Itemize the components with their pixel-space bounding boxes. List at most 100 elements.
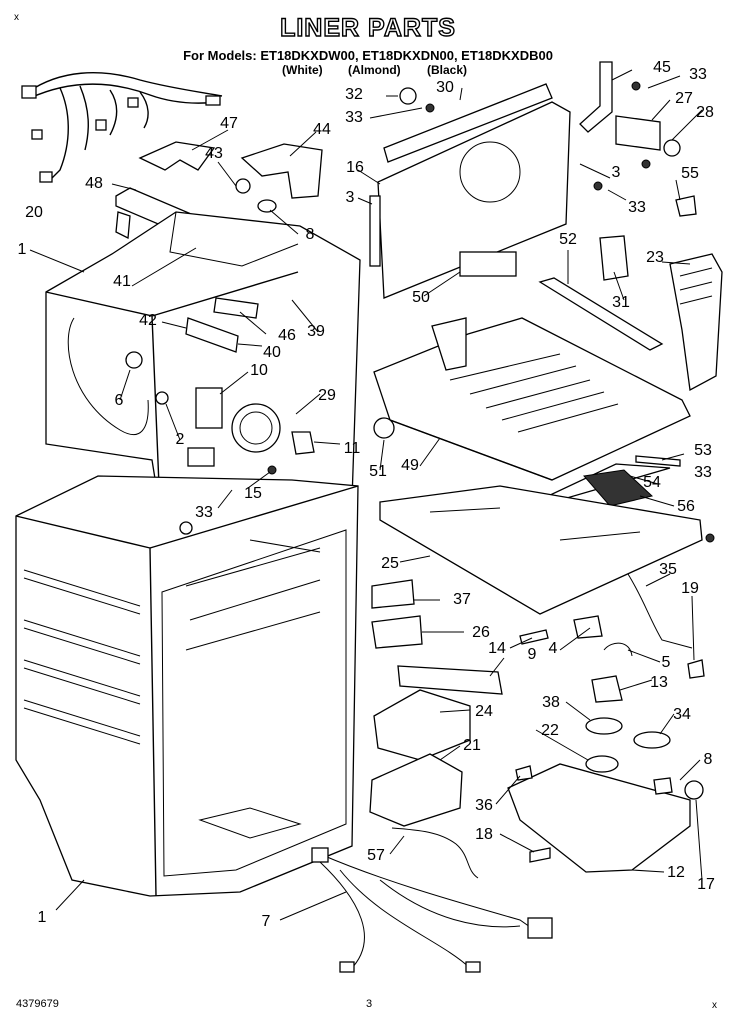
part-51-roller xyxy=(373,417,395,439)
part-10-fan-motor xyxy=(195,387,223,429)
callout-38: 38 xyxy=(542,694,560,711)
callout-34: 34 xyxy=(673,706,691,723)
callout-57: 57 xyxy=(367,847,385,864)
callout-10: 10 xyxy=(250,362,268,379)
part-8-socket xyxy=(257,199,277,213)
callout-44: 44 xyxy=(313,121,331,138)
callout-14: 14 xyxy=(488,640,506,657)
corner-mark-bottom: x xyxy=(712,1000,717,1011)
color-label-black: (Black) xyxy=(427,63,468,77)
part-56-filter xyxy=(583,469,654,507)
part-30-back-panel xyxy=(377,101,571,299)
callout-53: 53 xyxy=(694,442,712,459)
callout-11: 11 xyxy=(343,440,361,457)
callout-52: 52 xyxy=(559,231,577,248)
part-21-cover xyxy=(369,753,463,827)
callout-18: 18 xyxy=(475,826,493,843)
callout-23: 23 xyxy=(646,249,664,266)
callout-40: 40 xyxy=(263,344,281,361)
part-23-air-duct xyxy=(669,253,723,392)
callout-50: 50 xyxy=(412,289,430,306)
callout-3: 3 xyxy=(345,189,355,206)
part-37-gasket xyxy=(371,579,415,609)
callout-33: 33 xyxy=(195,504,213,521)
callout-1: 1 xyxy=(37,909,47,926)
callout-47: 47 xyxy=(220,115,238,132)
part-25-ceiling xyxy=(379,485,703,615)
part-7-wire-harness xyxy=(319,853,541,971)
part-50-bracket xyxy=(459,251,517,277)
callout-13: 13 xyxy=(650,674,668,691)
part-34-diffuser xyxy=(633,731,671,749)
callout-43: 43 xyxy=(205,145,223,162)
callout-36: 36 xyxy=(475,797,493,814)
part-31-damper xyxy=(599,235,629,281)
part-38-ring xyxy=(585,717,623,735)
part-35-wire xyxy=(627,573,693,649)
callout-29: 29 xyxy=(318,387,336,404)
callout-49: 49 xyxy=(401,457,419,474)
doc-number: 4379679 xyxy=(16,998,59,1010)
callout-30: 30 xyxy=(436,79,454,96)
part-13-bracket xyxy=(591,675,623,703)
part-8-socket-lower xyxy=(653,777,673,795)
callout-33: 33 xyxy=(689,66,707,83)
callout-4: 4 xyxy=(548,640,558,657)
part-19-clip xyxy=(687,659,705,679)
callout-9: 9 xyxy=(527,646,537,663)
callout-33: 33 xyxy=(628,199,646,216)
callout-17: 17 xyxy=(697,876,715,893)
part-27-hinge xyxy=(615,115,661,151)
part-45-bracket xyxy=(579,61,613,133)
part-47-insulation xyxy=(138,141,216,171)
color-label-white: (White) xyxy=(282,63,323,77)
callout-33: 33 xyxy=(345,109,363,126)
part-17-bulb xyxy=(684,780,704,800)
callout-26: 26 xyxy=(472,624,490,641)
callout-3: 3 xyxy=(611,164,621,181)
part-24-control-housing xyxy=(373,689,471,761)
callout-55: 55 xyxy=(681,165,699,182)
callout-12: 12 xyxy=(667,864,685,881)
callout-22: 22 xyxy=(541,722,559,739)
part-28-cap xyxy=(663,139,681,157)
callout-42: 42 xyxy=(139,312,157,329)
callout-8: 8 xyxy=(305,226,315,243)
callout-56: 56 xyxy=(677,498,695,515)
part-26-control xyxy=(371,615,423,649)
callout-33: 33 xyxy=(694,464,712,481)
callout-35: 35 xyxy=(659,561,677,578)
callout-37: 37 xyxy=(453,591,471,608)
callout-2: 2 xyxy=(175,431,185,448)
part-3-strip xyxy=(369,195,381,267)
fresh-food-liner xyxy=(15,475,359,897)
callout-7: 7 xyxy=(261,913,271,930)
part-43-bulb xyxy=(235,178,251,194)
part-2-bearing xyxy=(155,391,169,405)
callout-25: 25 xyxy=(381,555,399,572)
part-18-clip xyxy=(529,847,551,863)
callout-1: 1 xyxy=(17,241,27,258)
part-5-wire xyxy=(603,642,633,657)
page-title: LINER PARTS xyxy=(279,13,456,42)
callout-39: 39 xyxy=(307,323,325,340)
callout-54: 54 xyxy=(643,474,661,491)
callout-31: 31 xyxy=(612,294,630,311)
part-4-cup xyxy=(573,615,603,639)
part-12-light-housing xyxy=(507,763,691,873)
callout-51: 51 xyxy=(369,463,387,480)
part-46-clip xyxy=(213,297,259,319)
wire-harness-top xyxy=(21,72,223,183)
callout-20: 20 xyxy=(25,204,43,221)
part-29-fan-shroud xyxy=(231,403,281,453)
freezer-liner xyxy=(45,211,361,513)
part-22-grommet xyxy=(585,755,619,773)
callout-5: 5 xyxy=(661,654,671,671)
page-number: 3 xyxy=(366,998,373,1010)
callout-21: 21 xyxy=(463,737,481,754)
part-11-wire xyxy=(291,431,315,455)
part-42-baffle xyxy=(185,317,239,353)
part-44-duct xyxy=(240,143,323,199)
callout-24: 24 xyxy=(475,703,493,720)
